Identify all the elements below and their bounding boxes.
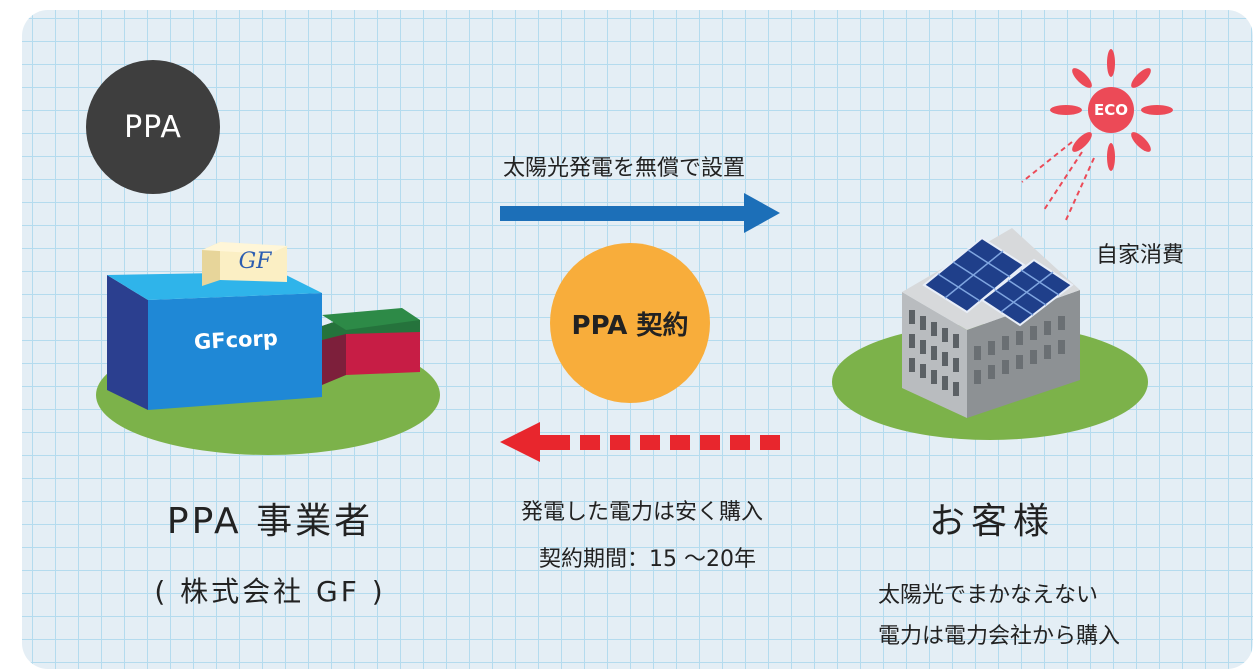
customer-note-line2: 電力は電力会社から購入 (878, 624, 1121, 649)
purchase-arrow (500, 422, 780, 462)
install-arrow (500, 193, 780, 233)
purchase-label-line2: 契約期間：15 ～20年 (539, 547, 756, 572)
purchase-label-line1: 発電した電力は安く購入 (521, 500, 764, 525)
logo-box-label: GF (238, 249, 272, 274)
provider-subtitle: ( 株式会社 GF ) (154, 575, 386, 608)
diagram-graphics (96, 49, 1173, 462)
ppa-contract-circle: PPA 契約 (550, 243, 710, 403)
diagram-canvas: PPA GF GFcorp ECO 太陽光発電を無償で設置 PPA 契約 自家消… (22, 10, 1253, 669)
customer-note-line1: 太陽光でまかなえない (878, 583, 1099, 608)
customer-title: お客様 (928, 501, 1055, 542)
ppa-badge: PPA (86, 60, 220, 194)
contract-label: PPA 契約 (571, 310, 689, 341)
building-label: GFcorp (193, 325, 279, 355)
logo-box (202, 242, 287, 286)
customer-building (902, 228, 1080, 418)
self-consumption-label: 自家消費 (1096, 243, 1185, 268)
eco-sun (1021, 49, 1173, 221)
provider-building (107, 272, 420, 410)
provider-title: PPA 事業者 (166, 501, 374, 542)
install-label: 太陽光発電を無償で設置 (503, 156, 746, 181)
eco-label: ECO (1093, 101, 1128, 119)
